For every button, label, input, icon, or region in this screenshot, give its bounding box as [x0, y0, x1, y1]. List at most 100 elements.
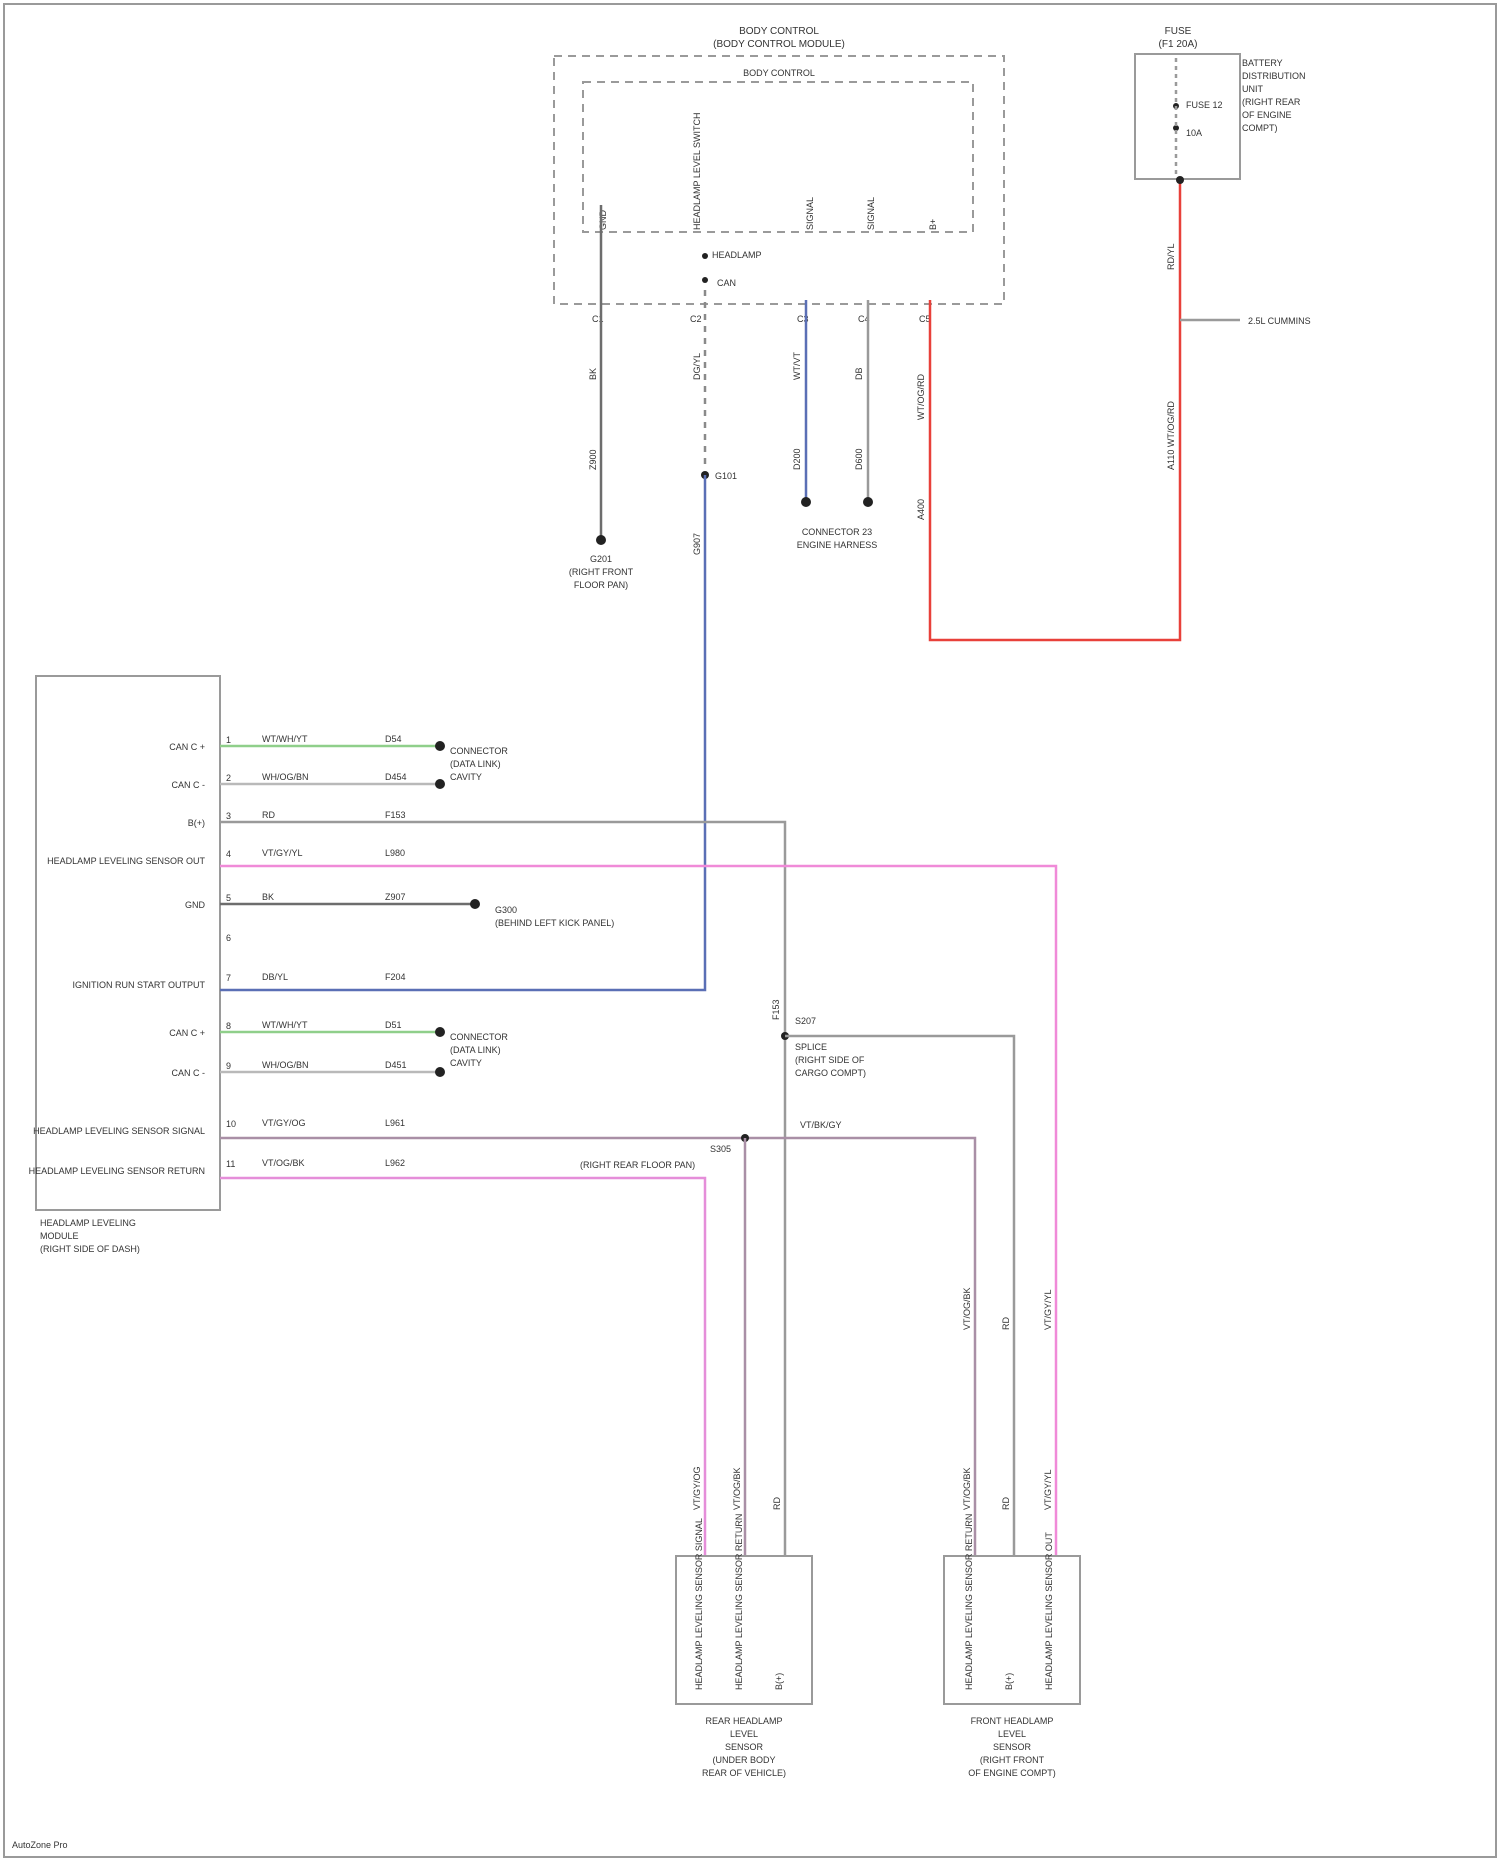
- switch-label-2: CAN: [717, 278, 736, 288]
- front-wire-1b: VT/OG/BK: [962, 1287, 972, 1330]
- pin-wire-color: WT/WH/YT: [262, 1020, 308, 1030]
- pin-number: 6: [226, 933, 231, 943]
- pin-number: 8: [226, 1021, 231, 1031]
- ground-label-1: G201: [590, 554, 612, 564]
- wire-label-dgyl: DG/YL: [692, 353, 702, 380]
- rear-sensor-title-1: REAR HEADLAMP: [705, 1716, 782, 1726]
- pin-function-label: HEADLAMP LEVELING SENSOR OUT: [47, 856, 205, 866]
- footer-label: AutoZone Pro: [12, 1840, 68, 1850]
- pin-label-3: SIGNAL: [805, 197, 815, 230]
- splice-dot: [470, 899, 480, 909]
- pin-number: 4: [226, 849, 231, 859]
- fuse-note-6: COMPT): [1242, 123, 1278, 133]
- pin-number: 2: [226, 773, 231, 783]
- conn-label-c2: C2: [690, 314, 702, 324]
- front-wire-3b: VT/GY/YL: [1043, 1289, 1053, 1330]
- front-wire-2: RD: [1001, 1497, 1011, 1510]
- conn-label-1: CONNECTOR 23: [802, 527, 872, 537]
- splice-dot: [435, 779, 445, 789]
- rear-wire-2: VT/OG/BK: [732, 1467, 742, 1510]
- circuit-label: Z900: [588, 449, 598, 470]
- splice-dot: [702, 277, 708, 283]
- fuse-note-2: DISTRIBUTION: [1242, 71, 1306, 81]
- pin-wire-color: WT/WH/YT: [262, 734, 308, 744]
- splice-s305-1: (RIGHT REAR FLOOR PAN): [580, 1160, 695, 1170]
- fuse-note-3: UNIT: [1242, 84, 1263, 94]
- feed-label: 2.5L CUMMINS: [1248, 316, 1311, 326]
- fuse-note-1: BATTERY: [1242, 58, 1283, 68]
- fuse-subtitle: (F1 20A): [1159, 39, 1198, 50]
- fuse-box-outline: [1135, 54, 1240, 179]
- rear-sensor-title-2: LEVEL: [730, 1729, 758, 1739]
- splice-dot: [435, 741, 445, 751]
- pin-label-2: HEADLAMP LEVEL SWITCH: [692, 112, 702, 230]
- rear-wire-1: VT/GY/OG: [692, 1466, 702, 1510]
- can-label-3: CAVITY: [450, 772, 482, 782]
- power-wire: [930, 180, 1180, 640]
- splice-dot: [801, 497, 811, 507]
- supply-wire: [220, 822, 785, 1556]
- rear-sensor-pin-2: HEADLAMP LEVELING SENSOR RETURN: [734, 1514, 744, 1690]
- pin-number: 3: [226, 811, 231, 821]
- pin-function-label: CAN C +: [169, 1028, 205, 1038]
- pin-number: 5: [226, 893, 231, 903]
- gnd-label-1: G300: [495, 905, 517, 915]
- front-sensor-title-1: FRONT HEADLAMP: [971, 1716, 1054, 1726]
- pin-wire-color: VT/OG/BK: [262, 1158, 305, 1168]
- pin-number: 1: [226, 735, 231, 745]
- module-subtitle: (BODY CONTROL MODULE): [713, 39, 845, 50]
- pin-wire-color: WH/OG/BN: [262, 1060, 309, 1070]
- pin-function-label: HEADLAMP LEVELING SENSOR SIGNAL: [33, 1126, 205, 1136]
- pin-wire-color: BK: [262, 892, 274, 902]
- front-wire-2b: RD: [1001, 1317, 1011, 1330]
- fuse-rating: 10A: [1186, 128, 1202, 138]
- fuse-circuit-label: A110 WT/OG/RD: [1166, 401, 1176, 470]
- circuit-label: D600: [854, 448, 864, 470]
- splice-dot: [435, 1027, 445, 1037]
- pin-circuit: L962: [385, 1158, 405, 1168]
- pin-function-label: GND: [185, 900, 206, 910]
- pin-label-1: GND: [598, 210, 608, 231]
- front-wire-3: VT/GY/YL: [1043, 1469, 1053, 1510]
- fuse-title: FUSE: [1165, 26, 1192, 37]
- rear-sensor-pin-3: B(+): [774, 1673, 784, 1690]
- left-module-title-3: (RIGHT SIDE OF DASH): [40, 1244, 140, 1254]
- mid-wire-label: F153: [771, 999, 781, 1020]
- rear-wire-3: RD: [772, 1497, 782, 1510]
- circuit-label: G907: [692, 533, 702, 555]
- fuse-note-4: (RIGHT REAR: [1242, 97, 1301, 107]
- circuit-label: A400: [916, 499, 926, 520]
- pin-circuit: L961: [385, 1118, 405, 1128]
- pin-circuit: F204: [385, 972, 406, 982]
- ground-symbol: [596, 535, 606, 545]
- pin-label-4: SIGNAL: [866, 197, 876, 230]
- front-sensor-title-2: LEVEL: [998, 1729, 1026, 1739]
- pin-function-label: B(+): [188, 818, 205, 828]
- return-mid-label: VT/BK/GY: [800, 1120, 842, 1130]
- sensor-signal-wire: [220, 1178, 705, 1556]
- sensor-out-wire: [220, 866, 1056, 1556]
- splice-s305-name: S305: [710, 1144, 731, 1154]
- can-label-6: CAVITY: [450, 1058, 482, 1068]
- pin-number: 9: [226, 1061, 231, 1071]
- pin-circuit: F153: [385, 810, 406, 820]
- rear-sensor-title-5: REAR OF VEHICLE): [702, 1768, 786, 1778]
- pin-number: 7: [226, 973, 231, 983]
- fuse-wire-label: RD/YL: [1166, 243, 1176, 270]
- splice-s207-3: CARGO COMPT): [795, 1068, 866, 1078]
- wire-label-wtvt: WT/VT: [792, 352, 802, 380]
- can-label-1: CONNECTOR: [450, 746, 508, 756]
- splice-dot: [435, 1067, 445, 1077]
- sensor-return-wire: [220, 1138, 975, 1556]
- ground-label-2: (RIGHT FRONT: [569, 567, 634, 577]
- front-headlamp-level-sensor: HEADLAMP LEVELING SENSOR RETURN B(+) HEA…: [944, 1514, 1080, 1778]
- pin-circuit: Z907: [385, 892, 406, 902]
- conn-label-2: ENGINE HARNESS: [797, 540, 878, 550]
- pin-circuit: D451: [385, 1060, 407, 1070]
- front-sensor-pin-2: B(+): [1004, 1673, 1014, 1690]
- front-sensor-title-3: SENSOR: [993, 1742, 1032, 1752]
- module-inner-title: BODY CONTROL: [743, 68, 815, 78]
- rear-sensor-pin-1: HEADLAMP LEVELING SENSOR SIGNAL: [694, 1518, 704, 1690]
